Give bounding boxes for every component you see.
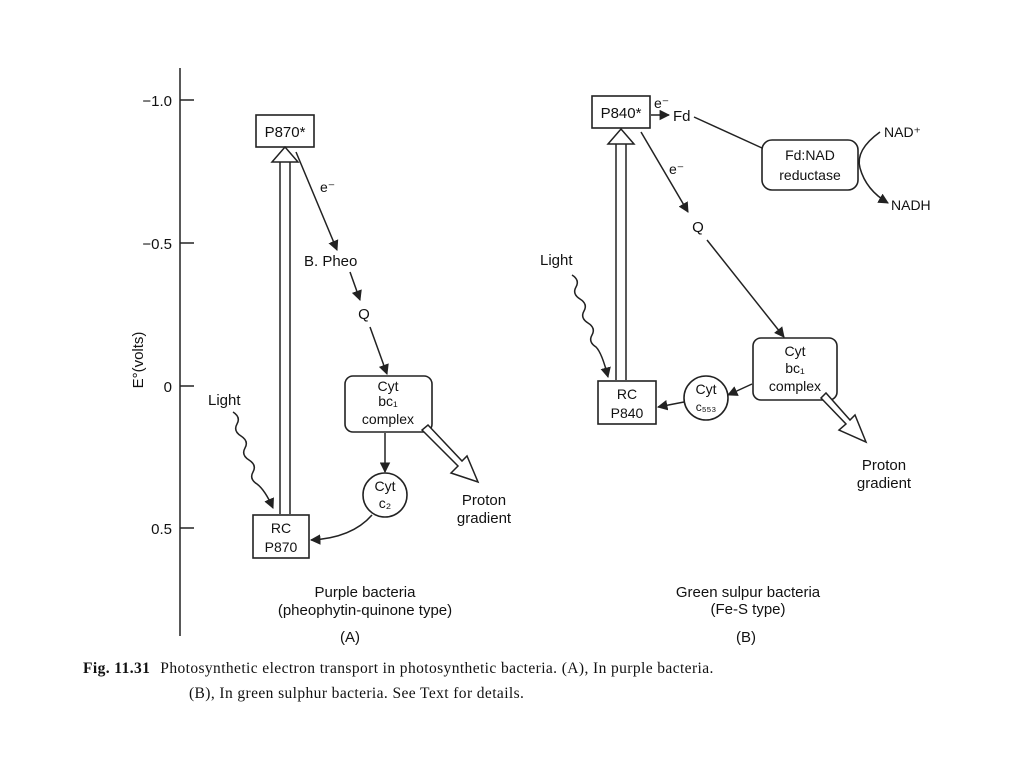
excitation-arrow [270,145,300,514]
nad-reduction-arrow [858,131,889,204]
panel-b-green-sulphur-bacteria: P840* e⁻ Fd Fd:NAD reductase NAD⁺ NADH e… [540,95,931,646]
proton-label: Proton [462,492,506,509]
arrow-to-rc [656,400,685,411]
proton-gradient-arrow [420,423,480,484]
bpheo-label: B. Pheo [304,253,357,270]
rc-p870-box [252,514,310,559]
rc-p840-box [597,380,657,425]
quinone-label: Q [692,219,704,236]
reductase-label: Fd:NAD [785,147,835,163]
panel-b-title: Green sulpur bacteria [676,584,821,601]
cyt-bc1-label: complex [362,411,414,427]
tick-label: 0.5 [151,521,172,538]
fd-to-reductase-line [693,116,763,149]
cyt-c2-label: Cyt [375,478,396,494]
electron-label: e⁻ [320,179,335,195]
rc-label: RC [617,386,637,402]
caption-line-2: (B), In green sulphur bacteria. See Text… [189,685,525,702]
panel-b-subtitle: (Fe-S type) [710,601,785,618]
cyt-c553-circle [683,375,729,421]
cyt-c553-label: Cyt [696,381,717,397]
panel-b-letter: (B) [736,629,756,646]
figure-number: Fig. 11.31 [83,660,151,677]
cyt-bc1-label: Cyt [378,378,399,394]
cyt-c2-circle [362,472,408,518]
proton-gradient-arrow [819,391,868,444]
figure-caption: Fig. 11.31 Photosynthetic electron transp… [83,656,933,706]
light-label: Light [208,392,241,409]
arrow-to-bpheo [295,151,339,251]
arrow-to-cyt-c553 [727,383,753,396]
arrow-to-cyt-bc1 [706,239,785,338]
p840-excited-box [591,95,651,129]
cyt-bc1-label: bc₁ [378,393,398,409]
tick-label: −0.5 [142,236,172,253]
p870-excited-label: P870* [265,124,306,141]
rc-label: P840 [611,405,644,421]
light-wavy-arrow [232,411,274,509]
light-wavy-arrow [571,274,611,379]
fd-nad-reductase-box [761,139,859,191]
proton-label: Proton [862,457,906,474]
axis-label: E°(volts) [130,332,147,389]
nadh-label: NADH [891,197,931,213]
cyt-bc1-label: bc₁ [785,360,805,376]
rc-label: RC [271,520,291,536]
proton-label: gradient [457,510,512,527]
arrow-to-cyt-bc1 [369,326,389,375]
panel-a-purple-bacteria: P870* RC P870 Light e⁻ B. Pheo Q Cyt bc₁… [208,114,512,646]
cyt-bc1-label: Cyt [785,343,806,359]
electron-label: e⁻ [669,161,684,177]
panel-a-letter: (A) [340,629,360,646]
p870-excited-box [255,114,315,148]
caption-line-1: Photosynthetic electron transport in pho… [160,660,714,677]
tick-label: −1.0 [142,93,172,110]
cyt-bc1-box [752,337,838,401]
electron-label-top: e⁻ [654,95,669,111]
arrow-to-q [349,271,362,301]
light-label: Light [540,252,573,269]
arrow-to-q [640,131,689,213]
fd-label: Fd [673,108,691,125]
excitation-arrow [606,127,636,380]
panel-a-title: Purple bacteria [315,584,417,601]
quinone-label: Q [358,306,370,323]
rc-label: P870 [265,539,298,555]
reductase-label: reductase [779,167,841,183]
p840-excited-label: P840* [601,105,642,122]
cyt-bc1-label: complex [769,378,821,394]
cyt-c2-label: c₂ [379,495,391,511]
cyt-c553-label: c₅₅₃ [696,400,717,414]
proton-label: gradient [857,475,912,492]
cyt-bc1-box [344,375,433,433]
arrow-to-rc [309,514,373,545]
tick-label: 0 [164,379,172,396]
potential-axis: −1.0 −0.5 0 0.5 E°(volts) [130,68,194,636]
panel-a-subtitle: (pheophytin-quinone type) [278,602,452,619]
nad-label: NAD⁺ [884,124,921,140]
